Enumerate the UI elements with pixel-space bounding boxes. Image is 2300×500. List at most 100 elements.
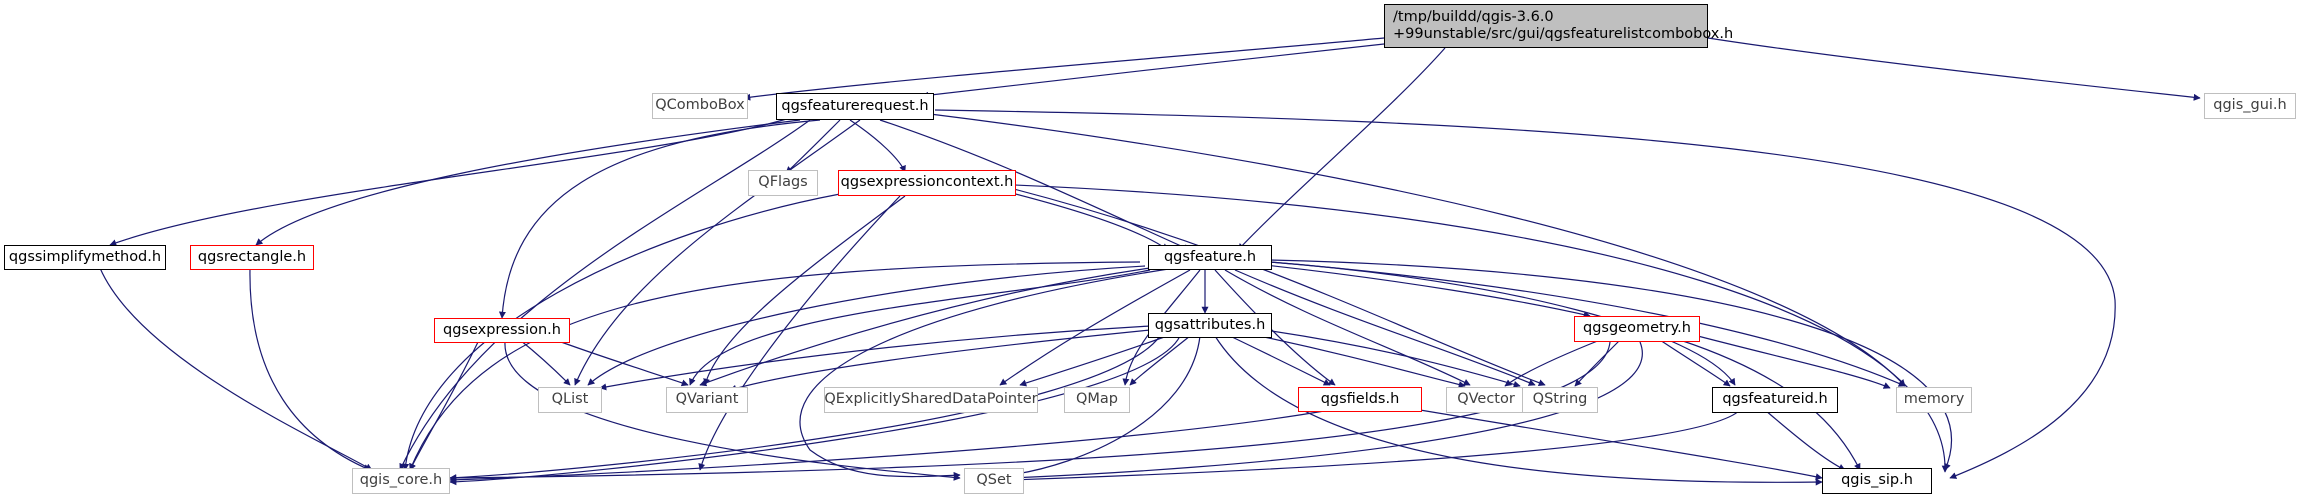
node-label: qgsrectangle.h (197, 248, 307, 265)
node-qgis-sip-h[interactable]: qgis_sip.h (1822, 468, 1932, 494)
edge-expression-to-qset (504, 341, 961, 481)
edge-context-to-qvariant (703, 195, 906, 386)
node-label: qgsfeaturerequest.h (781, 97, 929, 114)
edge-root-to-qcombobox (743, 37, 1385, 101)
node-label: QComboBox (655, 97, 745, 114)
root-label-line2: +99unstable/src/gui/qgsfeaturelistcombob… (1393, 26, 1734, 42)
edge-feature-to-qvariant (699, 267, 1151, 387)
edge-rectangle-to-qgis_core (249, 267, 371, 471)
edge-feature-to-qgis_core (409, 261, 1141, 471)
node-label: qgis_sip.h (1841, 472, 1913, 489)
node-label: qgsattributes.h (1154, 316, 1266, 333)
root-label-line1: /tmp/buildd/qgis-3.6.0 (1393, 8, 1554, 25)
node-label: qgsexpressioncontext.h (840, 174, 1014, 191)
edge-request-to-memory (929, 113, 1906, 387)
edge-attributes-to-qmap (1129, 335, 1191, 386)
node-label: QVector (1457, 391, 1515, 408)
edge-request-to-qlist (574, 119, 861, 386)
edge-context-to-qgis_core (402, 193, 841, 471)
node-label: memory (1903, 391, 1965, 408)
edge-geometry-to-qvector (1504, 339, 1601, 387)
node-qset: QSet (964, 468, 1024, 494)
edge-geometry-to-qgis_core (449, 341, 1611, 482)
node-qgsattributes-h[interactable]: qgsattributes.h (1148, 313, 1272, 338)
edge-geometry-to-featureid (1659, 339, 1731, 387)
edge-attributes-to-qlist (599, 325, 1151, 391)
node-qmap: QMap (1064, 387, 1130, 413)
node-qvariant: QVariant (666, 387, 748, 413)
node-qvector: QVector (1446, 387, 1526, 413)
node-label: qgsexpression.h (443, 321, 561, 338)
node-qgis-gui-h: qgis_gui.h (2204, 93, 2296, 119)
node-label: qgsfields.h (1320, 390, 1400, 407)
edge-request-to-qflags (785, 119, 841, 174)
node-qstring: QString (1522, 387, 1598, 413)
node-qexplicitlyshareddatapointer: QExplicitlySharedDataPointer (824, 387, 1038, 413)
edge-request-to-qgsfeature (879, 119, 1191, 251)
edge-context-to-qstring (1009, 187, 1546, 387)
node-label: qgis_gui.h (2213, 97, 2287, 114)
node-qgsrectangle-h[interactable]: qgsrectangle.h (190, 245, 314, 270)
edge-feature-to-qvector (1224, 269, 1471, 386)
edge-request-to-simplifymethod (109, 117, 791, 247)
edge-feature-to-qstring (1234, 269, 1536, 386)
node-qgssimplifymethod-h[interactable]: qgssimplifymethod.h (4, 245, 166, 270)
edge-feature-to-qlist (587, 265, 1146, 386)
node-label: QMap (1075, 391, 1118, 408)
edge-geometry-to-qstring (1574, 339, 1621, 387)
node-qgis-core-h: qgis_core.h (352, 468, 450, 494)
edge-attributes-to-qvariant (729, 329, 1151, 392)
edge-fields-to-qgis_core (449, 409, 1331, 484)
edge-root-to-qgsfeature (1237, 47, 1446, 251)
edge-featureid-to-qset (1009, 409, 1741, 484)
node-qgsfields-h[interactable]: qgsfields.h (1298, 387, 1422, 412)
node-label: QVariant (675, 391, 739, 408)
node-qgsfeaturerequest-h[interactable]: qgsfeaturerequest.h (776, 93, 934, 120)
edge-featureid-to-qgis_sip (1764, 409, 1846, 471)
node-root-qgsfeaturelistcombobox[interactable]: /tmp/buildd/qgis-3.6.0 +99unstable/src/g… (1384, 4, 1733, 48)
edge-request-to-qgis_core (399, 119, 811, 471)
node-qgsgeometry-h[interactable]: qgsgeometry.h (1574, 316, 1700, 342)
edge-context-to-qset (698, 195, 901, 471)
node-label: QExplicitlySharedDataPointer (824, 391, 1038, 408)
edge-feature-to-geometry (1264, 264, 1591, 319)
edge-attributes-to-qgis_sip (1214, 335, 1823, 486)
edge-fields-to-qgis_sip (1419, 409, 1823, 481)
edge-geometry-to-memory (1689, 333, 1891, 389)
node-label: QList (551, 391, 589, 408)
edge-request-to-qgis_sip (934, 109, 2116, 479)
edge-feature-to-shareddata (999, 269, 1191, 386)
edge-expression-to-qvariant (549, 337, 689, 387)
edge-feature-to-qvariant-2 (689, 269, 1151, 386)
node-label: qgsfeatureid.h (1722, 391, 1828, 408)
edge-feature-to-fields (1214, 269, 1336, 386)
node-qgsfeature-h[interactable]: qgsfeature.h (1148, 245, 1272, 270)
node-qgsfeatureid-h[interactable]: qgsfeatureid.h (1712, 387, 1838, 413)
node-qflags: QFlags (748, 170, 818, 196)
edge-request-to-expression (498, 119, 821, 319)
edge-feature-to-qgis_sip (1269, 259, 1952, 471)
edge-attributes-to-shareddata (1019, 334, 1171, 387)
node-label: qgssimplifymethod.h (8, 248, 162, 265)
edge-attributes-to-qset (1009, 335, 1201, 478)
node-label: QFlags (758, 174, 808, 191)
edge-request-to-expressioncontext (849, 119, 906, 173)
node-label: qgsgeometry.h (1583, 320, 1691, 337)
node-qcombobox: QComboBox (652, 93, 748, 119)
node-label: QSet (976, 472, 1012, 489)
edge-simplify-to-qgis_core (99, 267, 373, 471)
edge-context-to-qgsfeature (999, 189, 1169, 251)
node-label: qgis_core.h (359, 472, 443, 489)
edge-root-to-qgsfeaturerequest (921, 43, 1385, 99)
edge-attributes-to-fields (1229, 335, 1331, 386)
edge-attributes-to-qstring (1264, 329, 1521, 388)
edge-attributes-to-qvector (1249, 333, 1466, 388)
edge-expression-to-qlist (519, 339, 571, 386)
node-label: qgsfeature.h (1163, 248, 1257, 265)
node-qgsexpression-h[interactable]: qgsexpression.h (434, 318, 570, 343)
node-memory: memory (1896, 387, 1972, 413)
edge-expression-to-qgis_core (409, 341, 479, 471)
node-qgsexpressioncontext-h[interactable]: qgsexpressioncontext.h (838, 170, 1016, 196)
edge-attributes-to-qgis_core (449, 335, 1161, 482)
